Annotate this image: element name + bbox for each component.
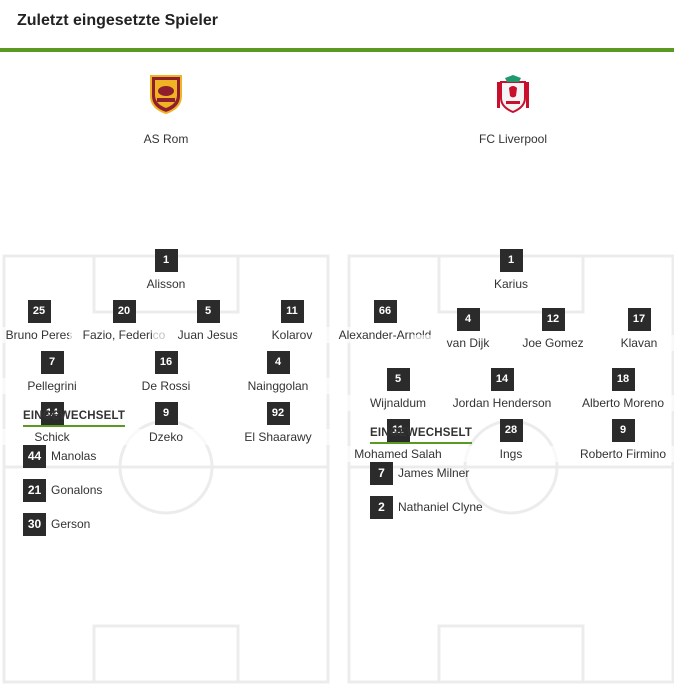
shirt-number: 7	[40, 351, 64, 374]
player-name: Alberto Moreno	[568, 395, 674, 411]
shirt-number: 9	[154, 402, 178, 425]
player-name: Ings	[456, 446, 566, 462]
player-name: Joe Gomez	[498, 335, 608, 351]
shirt-number: 44	[23, 445, 46, 468]
player-name: Gonalons	[51, 483, 103, 497]
shirt-number: 28	[499, 419, 523, 442]
player[interactable]: 4 van Dijk	[413, 308, 523, 351]
player-name: Nathaniel Clyne	[398, 500, 483, 514]
player-name: Nainggolan	[223, 378, 333, 394]
shirt-number: 14	[490, 368, 514, 391]
team-name: FC Liverpool	[478, 132, 548, 146]
player-name: Karius	[456, 276, 566, 292]
shirt-number: 20	[112, 300, 136, 323]
section-title: Zuletzt eingesetzte Spieler	[17, 12, 218, 29]
player-name: van Dijk	[413, 335, 523, 351]
player-name: Schick	[0, 429, 107, 445]
shirt-number: 5	[386, 368, 410, 391]
shirt-number: 9	[611, 419, 635, 442]
player-name: Juan Jesus	[153, 327, 263, 343]
subs-heading: EINGEWECHSELT	[370, 427, 473, 444]
player-name: Pellegrini	[0, 378, 107, 394]
player-name: Fazio, Federico	[69, 327, 179, 343]
shirt-number: 25	[27, 300, 51, 323]
player-name: Roberto Firmino	[568, 446, 674, 462]
shirt-number: 18	[611, 368, 635, 391]
shirt-number: 4	[456, 308, 480, 331]
shirt-number: 1	[154, 249, 178, 272]
sub-player[interactable]: 44 Manolas	[23, 445, 96, 468]
player-name: Manolas	[51, 449, 97, 463]
shirt-number: 11	[386, 419, 410, 442]
player-name: Kolarov	[237, 327, 347, 343]
sub-player[interactable]: 21 Gonalons	[23, 479, 102, 502]
player[interactable]: 92 El Shaarawy	[223, 402, 333, 445]
player-name: De Rossi	[111, 378, 221, 394]
sub-player[interactable]: 30 Gerson	[23, 513, 90, 536]
player-name: Gerson	[51, 517, 91, 531]
player-name: Klavan	[584, 335, 674, 351]
player-name: Dzeko	[111, 429, 221, 445]
player-name: Jordan Henderson	[447, 395, 557, 411]
player-name: Mohamed Salah	[343, 446, 453, 462]
shirt-number: 21	[23, 479, 46, 502]
player-name: James Milner	[398, 466, 470, 480]
sub-player[interactable]: 7 James Milner	[370, 462, 469, 485]
shirt-number: 7	[370, 462, 393, 485]
shirt-number: 5	[196, 300, 220, 323]
as-roma-crest-icon	[148, 74, 184, 115]
shirt-number: 14	[40, 402, 64, 425]
shirt-number: 2	[370, 496, 393, 519]
shirt-number: 1	[499, 249, 523, 272]
section-header: Zuletzt eingesetzte Spieler	[0, 0, 674, 52]
shirt-number: 66	[373, 300, 397, 323]
player[interactable]: 16 De Rossi	[111, 351, 221, 394]
shirt-number: 11	[280, 300, 304, 323]
player-name: Wijnaldum	[343, 395, 453, 411]
shirt-number: 4	[266, 351, 290, 374]
shirt-number: 16	[154, 351, 178, 374]
team-name: AS Rom	[143, 132, 189, 146]
sub-player[interactable]: 2 Nathaniel Clyne	[370, 496, 483, 519]
player-name: El Shaarawy	[223, 429, 333, 445]
shirt-number: 17	[627, 308, 651, 331]
player-name: Alisson	[111, 276, 221, 292]
shirt-number: 12	[541, 308, 565, 331]
player-name: Alexander-Arnold	[330, 327, 440, 343]
liverpool-crest-icon	[495, 74, 531, 114]
shirt-number: 92	[266, 402, 290, 425]
shirt-number: 30	[23, 513, 46, 536]
subs-heading: EINGEWECHSELT	[23, 410, 126, 427]
